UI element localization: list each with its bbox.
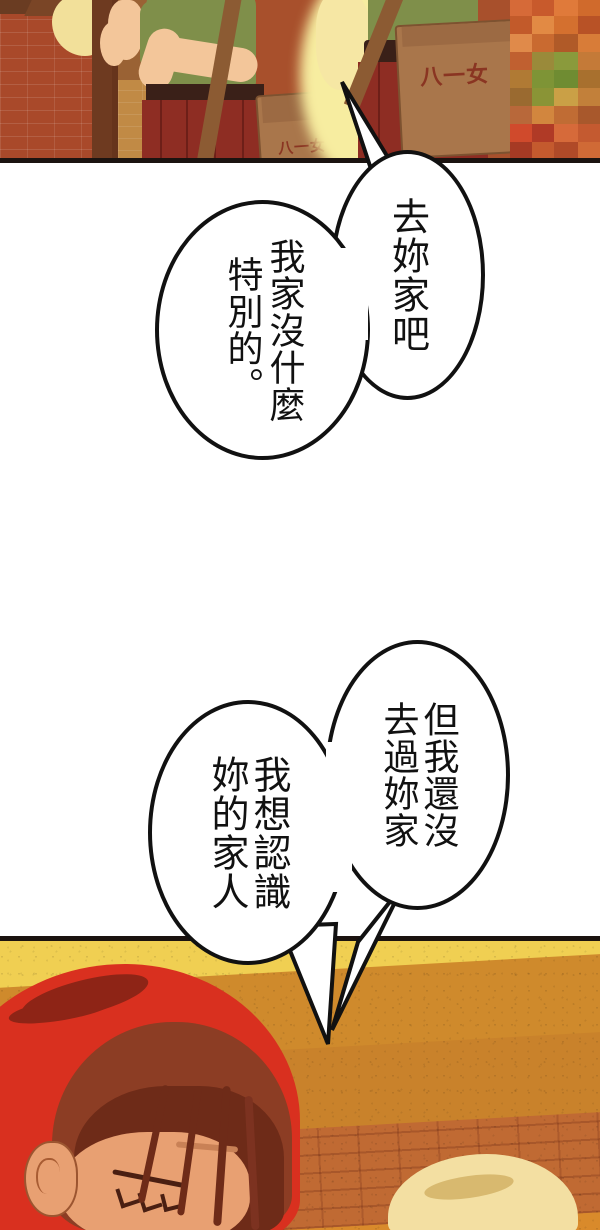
speech-line: 去過妳家 (377, 701, 419, 849)
mosaic-censor-right (510, 0, 600, 163)
skirt-pleat (378, 62, 380, 163)
panel-top-border (0, 158, 600, 163)
speech-bubble-want-to-meet-your-family: 我想認識 妳的家人 (148, 700, 348, 965)
panel-bottom (0, 936, 600, 1230)
speech-line: 特別的。 (221, 256, 263, 404)
skirt-pleat (160, 100, 162, 163)
student-left-hand (100, 22, 126, 66)
speech-line: 但我還沒 (417, 701, 459, 849)
speech-line: 妳的家人 (205, 754, 249, 911)
wood-post-shadow (112, 0, 120, 163)
skirt-pleat (242, 100, 244, 163)
speech-bubble-1-text: 去妳家吧 (334, 154, 481, 396)
speech-bubble-2-text: 我家沒什麼 特別的。 (159, 204, 366, 456)
speech-line: 去妳家吧 (385, 197, 430, 353)
bag-school-mark-right: 八一女 (419, 62, 490, 91)
skirt-pleat (186, 100, 188, 163)
speech-bubble-3-tail (330, 882, 406, 1031)
speech-bubble-3-text: 但我還沒 去過妳家 (329, 644, 506, 906)
speech-bubble-never-been-to-your-place: 但我還沒 去過妳家 (325, 640, 510, 910)
bubble-3-4-merge-patch (326, 742, 352, 892)
speech-bubble-4-text: 我想認識 妳的家人 (152, 704, 344, 961)
panel-top: 八一女 八一女 (0, 0, 600, 163)
speech-line: 我想認識 (247, 754, 291, 911)
bubble-1-2-merge-patch (334, 248, 368, 340)
speech-line: 我家沒什麼 (263, 237, 305, 423)
girl-ear-inner (36, 1158, 60, 1194)
